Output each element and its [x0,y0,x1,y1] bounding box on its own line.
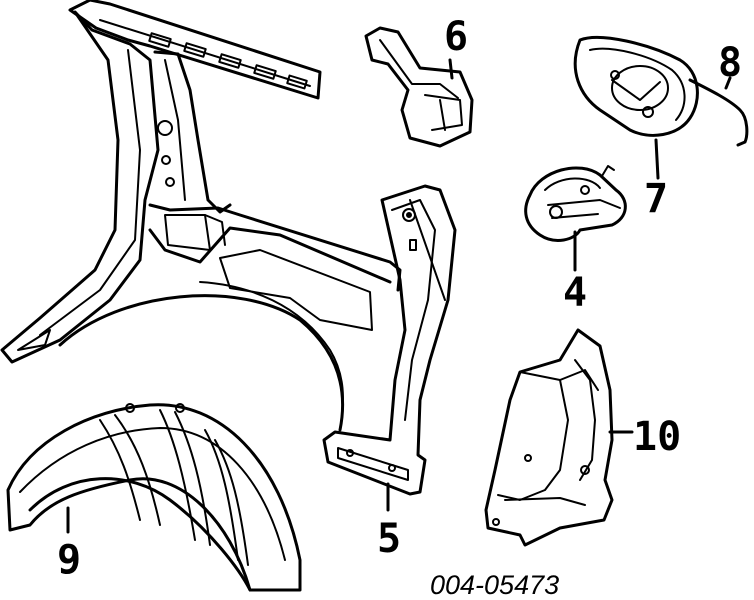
part-8-cable [688,78,749,147]
callout-7: 7 [644,176,668,222]
callout-10: 10 [633,414,681,460]
part-10-inner-panel [484,328,614,547]
leader-lines [66,58,732,534]
diagram-part-number: 004-05473 [430,570,559,600]
callout-9: 9 [57,537,81,583]
quarter-panel-frame [0,0,402,432]
part-4-fuel-housing [524,165,627,242]
part-7-fuel-door [573,36,699,137]
part-6-bracket [364,26,474,148]
callout-8: 8 [718,40,742,86]
callout-5: 5 [377,516,401,562]
part-5-corner-panel [322,184,457,496]
callout-4: 4 [563,270,587,316]
part-9-wheelhouse [6,403,302,592]
callout-6: 6 [444,14,468,60]
